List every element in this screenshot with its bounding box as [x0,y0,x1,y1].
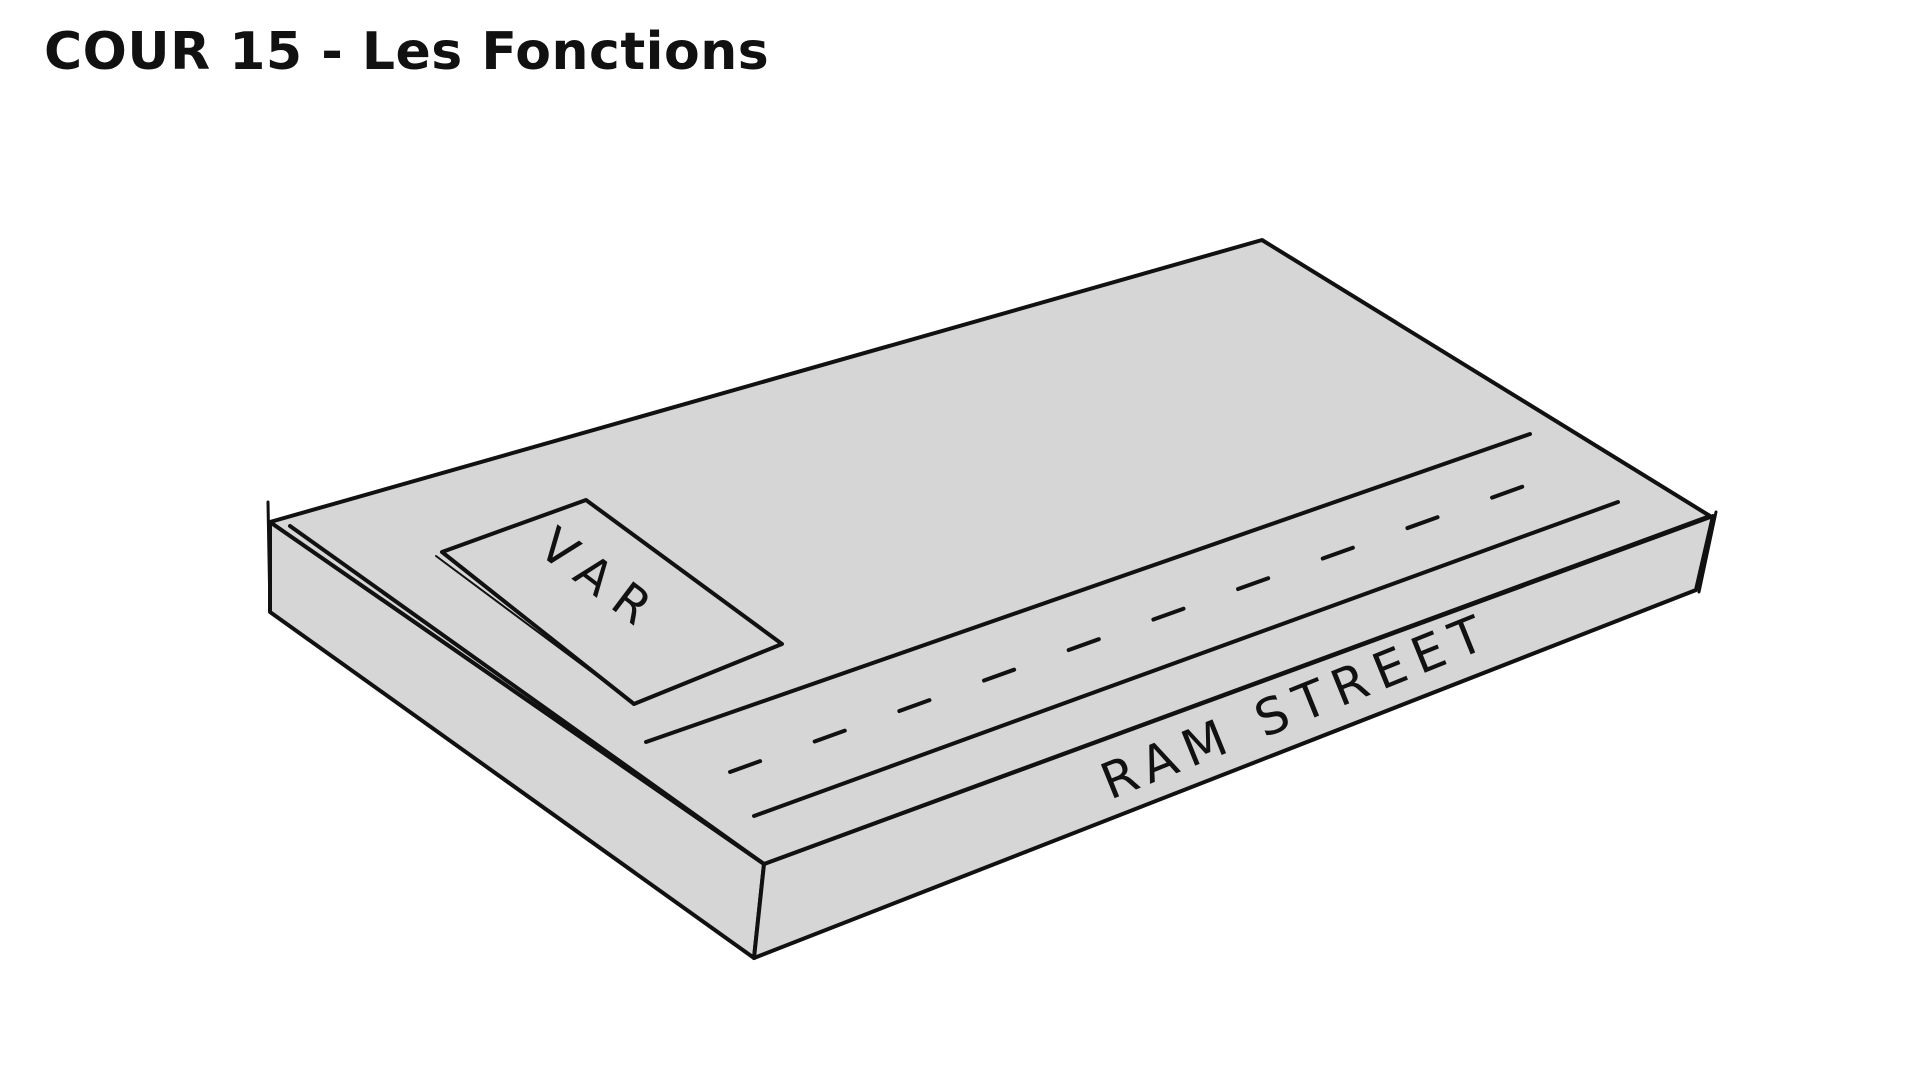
road-top-line [644,432,1532,744]
road-bottom-line [752,500,1620,818]
page-title: COUR 15 - Les Fonctions [44,22,770,82]
slab-corner-tick-left [266,500,272,614]
var-box-sketch-edge [435,555,633,703]
slab-top-face [268,238,1712,866]
road-center-dashes [728,474,1554,774]
var-box [440,498,784,706]
slab-front-left-edge [288,524,766,866]
slab-corner-tick-right [1697,510,1718,594]
